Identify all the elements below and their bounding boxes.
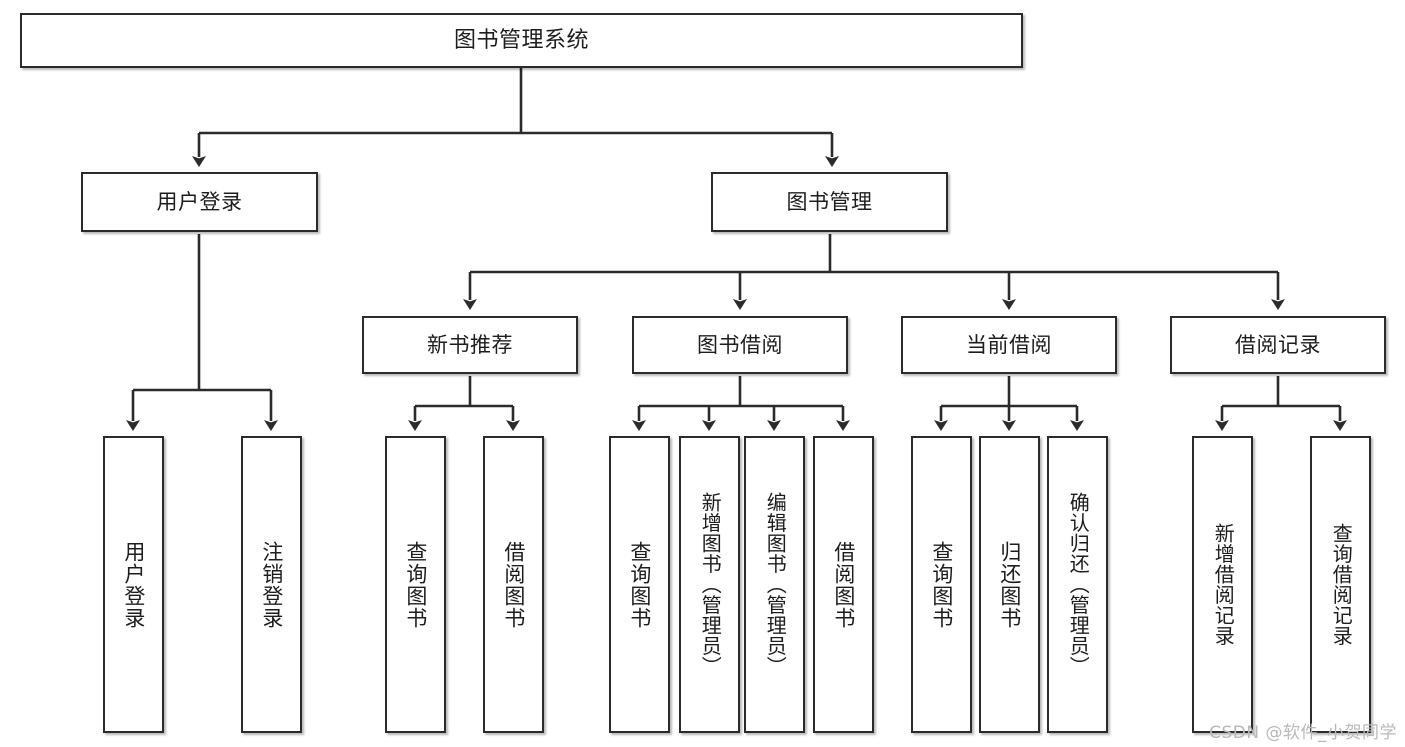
node-label: 用户登录 bbox=[156, 189, 243, 214]
node-leaf-query-book-3[interactable]: 查询图书 bbox=[911, 436, 972, 733]
node-leaf-add-borrow-record[interactable]: 新增借阅记录 bbox=[1192, 436, 1253, 733]
node-label: 查询图书 bbox=[403, 540, 428, 629]
node-label: 当前借阅 bbox=[966, 332, 1052, 357]
node-book-borrow[interactable]: 图书借阅 bbox=[632, 316, 848, 374]
node-label: 归还图书 bbox=[997, 540, 1022, 629]
node-borrow-record[interactable]: 借阅记录 bbox=[1170, 316, 1386, 374]
node-current-borrow[interactable]: 当前借阅 bbox=[901, 316, 1117, 374]
node-leaf-user-login[interactable]: 用户登录 bbox=[103, 436, 164, 733]
node-label: 注销登录 bbox=[259, 540, 284, 629]
node-book-management[interactable]: 图书管理 bbox=[711, 172, 948, 232]
node-label: 编辑图书（管理员） bbox=[763, 492, 788, 677]
node-label: 查询图书 bbox=[627, 540, 652, 629]
node-leaf-edit-book[interactable]: 编辑图书（管理员） bbox=[744, 436, 805, 733]
node-leaf-query-book-1[interactable]: 查询图书 bbox=[385, 436, 446, 733]
node-new-book-recommend[interactable]: 新书推荐 bbox=[362, 316, 578, 374]
node-leaf-add-book[interactable]: 新增图书（管理员） bbox=[679, 436, 740, 733]
node-label: 借阅图书 bbox=[501, 540, 526, 629]
node-leaf-confirm-return[interactable]: 确认归还（管理员） bbox=[1047, 436, 1108, 733]
node-user-login[interactable]: 用户登录 bbox=[81, 172, 318, 232]
node-label: 新书推荐 bbox=[427, 332, 513, 357]
node-leaf-query-borrow-record[interactable]: 查询借阅记录 bbox=[1310, 436, 1371, 733]
node-leaf-logout-login[interactable]: 注销登录 bbox=[241, 436, 302, 733]
node-label: 新增借阅记录 bbox=[1211, 523, 1236, 646]
node-label: 借阅图书 bbox=[831, 540, 856, 629]
node-label: 图书管理 bbox=[786, 189, 873, 214]
node-label: 用户登录 bbox=[121, 540, 146, 629]
node-label: 新增图书（管理员） bbox=[698, 492, 723, 677]
node-label: 查询图书 bbox=[929, 540, 954, 629]
node-leaf-borrow-book-1[interactable]: 借阅图书 bbox=[483, 436, 544, 733]
node-label: 确认归还（管理员） bbox=[1066, 492, 1091, 677]
node-leaf-query-book-2[interactable]: 查询图书 bbox=[609, 436, 670, 733]
node-label: 图书借阅 bbox=[697, 332, 783, 357]
node-leaf-return-book[interactable]: 归还图书 bbox=[979, 436, 1040, 733]
node-root-system[interactable]: 图书管理系统 bbox=[20, 13, 1023, 68]
node-label: 借阅记录 bbox=[1235, 332, 1321, 357]
node-label: 图书管理系统 bbox=[453, 27, 589, 53]
node-label: 查询借阅记录 bbox=[1329, 523, 1354, 646]
node-leaf-borrow-book-2[interactable]: 借阅图书 bbox=[813, 436, 874, 733]
csdn-watermark: CSDN @软件_小贺同学 bbox=[1209, 723, 1397, 743]
